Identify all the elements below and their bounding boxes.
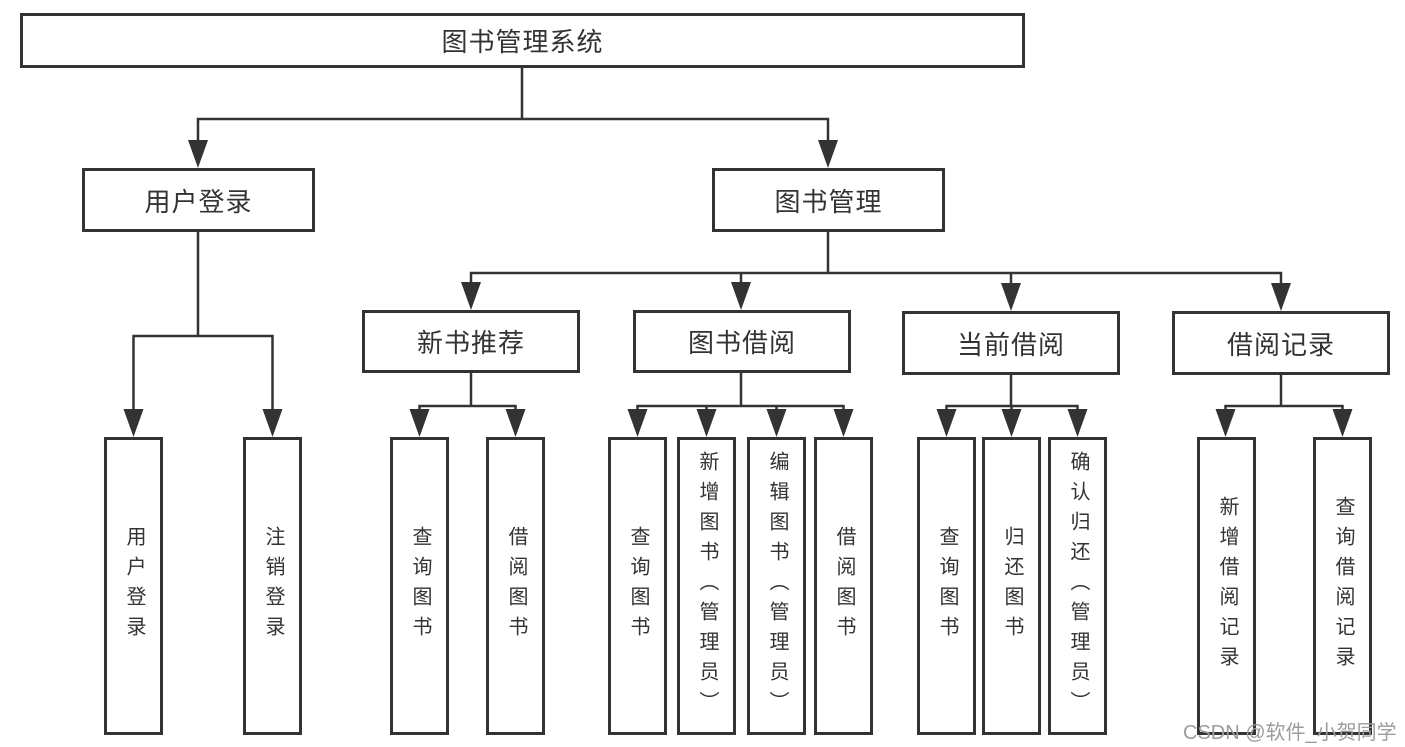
node-new-book-recommend: 新书推荐 (362, 310, 580, 373)
leaf-logout: 注销登录 (243, 437, 302, 735)
node-book-management: 图书管理 (712, 168, 945, 232)
leaf-return-book: 归还图书 (982, 437, 1041, 735)
node-label: 新书推荐 (416, 328, 525, 358)
leaf-query-books-current: 查询图书 (917, 437, 976, 735)
leaf-edit-book-admin: 编辑图书（管理员） (747, 437, 806, 735)
leaf-user-login: 用户登录 (104, 437, 163, 735)
leaf-query-borrow-record: 查询借阅记录 (1313, 437, 1372, 735)
node-label: 注销登录 (262, 526, 284, 646)
node-label: 新增借阅记录 (1216, 496, 1238, 676)
watermark: CSDN @软件_小贺同学 (1183, 722, 1397, 744)
node-label: 当前借阅 (956, 329, 1065, 360)
leaf-query-books-borrow: 查询图书 (608, 437, 667, 735)
node-book-borrowing: 图书借阅 (633, 310, 851, 373)
node-label: 查询图书 (409, 526, 431, 646)
leaf-add-borrow-record: 新增借阅记录 (1197, 437, 1256, 735)
node-label: 用户登录 (123, 526, 145, 646)
node-label: 借阅图书 (833, 526, 855, 646)
leaf-confirm-return-admin: 确认归还（管理员） (1048, 437, 1107, 735)
node-label: 查询图书 (936, 526, 958, 646)
node-label: 查询图书 (627, 526, 649, 646)
node-current-borrowing: 当前借阅 (902, 311, 1120, 375)
node-borrowing-records: 借阅记录 (1172, 311, 1390, 375)
node-label: 图书借阅 (687, 328, 796, 358)
leaf-query-books-recommend: 查询图书 (390, 437, 449, 735)
node-label: 用户登录 (144, 186, 253, 217)
node-label: 归还图书 (1001, 526, 1023, 646)
node-label: 图书管理系统 (441, 27, 604, 57)
node-label: 查询借阅记录 (1332, 496, 1354, 676)
node-label: 确认归还（管理员） (1067, 451, 1089, 721)
node-label: 借阅图书 (505, 526, 527, 646)
node-user-login: 用户登录 (82, 168, 315, 232)
node-library-system: 图书管理系统 (20, 13, 1025, 68)
node-label: 编辑图书（管理员） (766, 451, 788, 721)
leaf-borrow-books-recommend: 借阅图书 (486, 437, 545, 735)
node-label: 借阅记录 (1226, 329, 1335, 360)
leaf-add-book-admin: 新增图书（管理员） (677, 437, 736, 735)
node-label: 图书管理 (774, 186, 883, 217)
leaf-borrow-books: 借阅图书 (814, 437, 873, 735)
node-label: 新增图书（管理员） (696, 451, 718, 721)
